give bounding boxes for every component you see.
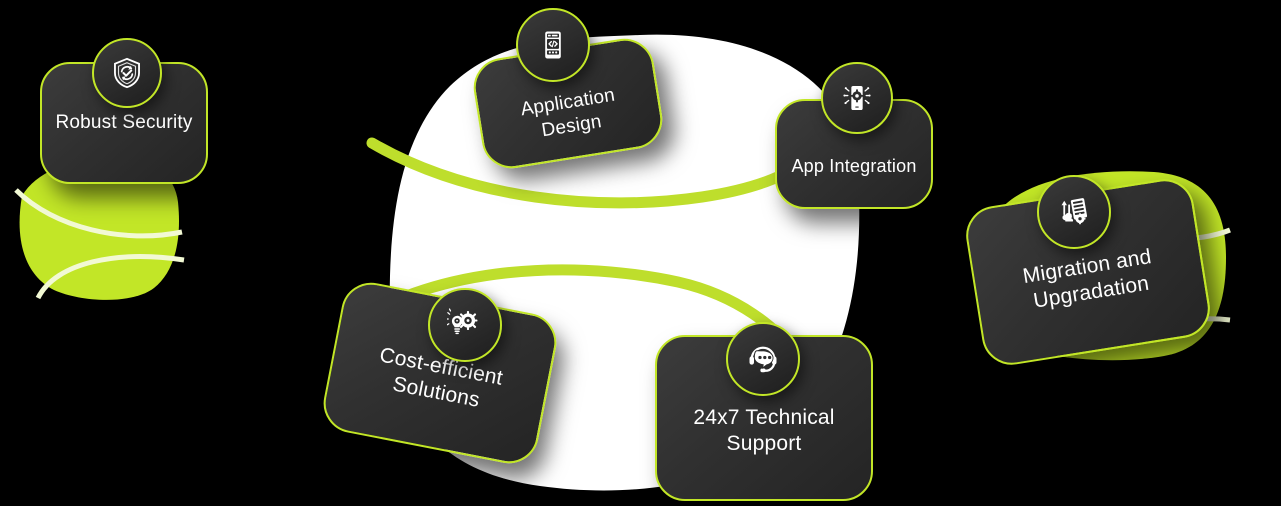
card-label-robust-security: Robust Security: [55, 112, 193, 134]
card-label-application-design: Application Design: [519, 85, 617, 141]
badge-migration-upgradation[interactable]: [1037, 175, 1111, 249]
card-label-app-integration: App Integration: [791, 156, 917, 177]
badge-application-design[interactable]: [516, 8, 590, 82]
tennis-ball-left: [14, 150, 185, 300]
badge-technical-support[interactable]: [726, 322, 800, 396]
bulb-gear-icon: [447, 307, 483, 343]
card-label-technical-support: 24x7 Technical Support: [693, 406, 835, 455]
mobile-code-icon: [536, 28, 570, 62]
mobile-gear-icon: [840, 81, 874, 115]
badge-cost-efficient-solutions[interactable]: [428, 288, 502, 362]
badge-robust-security[interactable]: [92, 38, 162, 108]
headset-chat-icon: [745, 341, 781, 377]
badge-app-integration[interactable]: [821, 62, 893, 134]
server-transfer-icon: [1056, 194, 1092, 230]
card-label-migration-upgradation: Migration and Upgradation: [1021, 245, 1154, 313]
card-label-cost-efficient-solutions: Cost-efficient Solutions: [377, 343, 505, 412]
shield-check-icon: [110, 56, 144, 90]
